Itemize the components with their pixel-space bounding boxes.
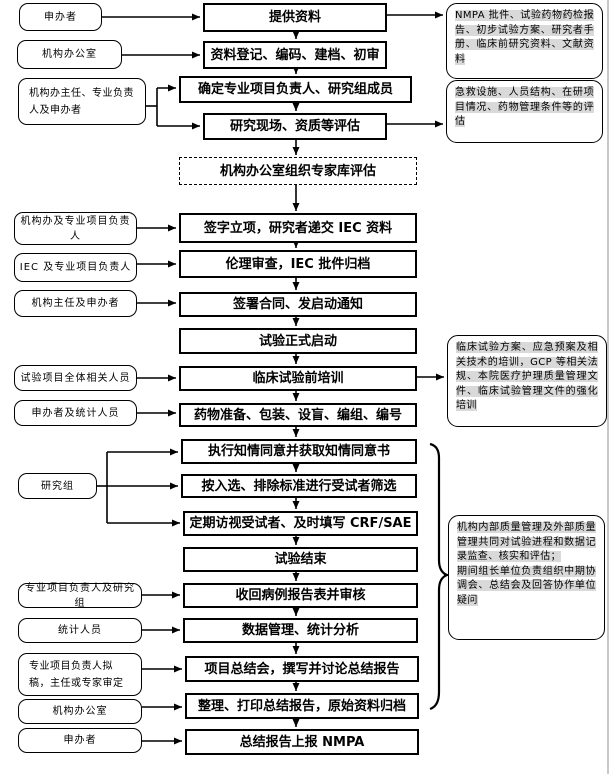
note-text: 急救设施、人员结构、在研项目情况、药物管理条件等的评估: [455, 87, 594, 127]
note-text: 临床试验方案、应急预案及相关技术的培训，GCP 等相关法规、本院医疗护理质量管理…: [456, 342, 598, 411]
note-text: NMPA 批件、试验药物药检报告、初步试验方案、研究者手册、临床前研究资料、文献…: [455, 10, 594, 65]
step-data-management: 数据管理、统计分析: [183, 618, 418, 643]
note-text: 机构内部质量管理及外部质量管理共同对试验进程和数据记录监查、核实和评估；: [457, 522, 596, 562]
grouping-brace: [429, 442, 451, 711]
note-text: 期间组长单位负责组织中期协调会、总结会及回答协作单位疑问: [457, 565, 596, 606]
role-institution-office: 机构办公室: [17, 40, 122, 69]
step-pretrial-training: 临床试验前培训: [179, 366, 417, 391]
step-subject-visits-crf: 定期访视受试者、及时填写 CRF/SAE: [183, 511, 418, 536]
step-provide-materials: 提供资料: [203, 3, 387, 32]
step-to-note-arrows: [387, 11, 444, 381]
note-facility-evaluation: 急救设施、人员结构、在研项目情况、药物管理条件等的评估: [446, 80, 603, 143]
step-print-archive: 整理、打印总结报告，原始资料归档: [185, 693, 419, 719]
step-trial-end: 试验结束: [183, 547, 418, 572]
role-director-and-sponsor: 机构主任及申办者: [14, 290, 137, 317]
step-subject-screening: 按入选、排除标准进行受试者筛选: [181, 474, 417, 498]
note-paragraph: 期间组长单位负责组织中期协调会、总结会及回答协作单位疑问: [457, 565, 596, 609]
role-sponsor-statistician: 申办者及统计人员: [14, 400, 137, 426]
step-expert-pool-evaluation: 机构办公室组织专家库评估: [179, 157, 417, 185]
note-quality-management: 机构内部质量管理及外部质量管理共同对试验进程和数据记录监查、核实和评估； 期间组…: [448, 515, 605, 640]
note-paragraph: 机构内部质量管理及外部质量管理共同对试验进程和数据记录监查、核实和评估；: [457, 521, 596, 565]
step-sign-contract: 签署合同、发启动通知: [179, 292, 417, 317]
role-sponsor: 申办者: [19, 3, 102, 31]
role-director-leader-sponsor: 机构办主任、专业负责人及申办者: [18, 78, 146, 125]
step-ethics-review: 伦理审查，IEC 批件归档: [179, 250, 417, 278]
role-all-trial-staff: 试验项目全体相关人员: [14, 365, 137, 391]
step-site-evaluation: 研究现场、资质等评估: [203, 113, 387, 140]
role-iec-project-leader: IEC 及专业项目负责人: [14, 253, 137, 282]
role-office-project-leader: 机构办及专业项目负责人: [14, 212, 137, 245]
note-training-content: 临床试验方案、应急预案及相关技术的培训，GCP 等相关法规、本院医疗护理质量管理…: [447, 335, 607, 427]
step-register-materials: 资料登记、编码、建档、初审: [203, 41, 387, 69]
step-collect-crf: 收回病例报告表并审核: [183, 583, 418, 608]
role-statistician: 统计人员: [18, 618, 142, 643]
step-trial-start: 试验正式启动: [179, 328, 417, 354]
role-research-group: 研究组: [18, 473, 97, 499]
role-institution-office-2: 机构办公室: [18, 699, 142, 724]
step-report-nmpa: 总结报告上报 NMPA: [185, 729, 419, 755]
role-leader-research-group: 专业项目负责人及研究组: [18, 583, 142, 609]
note-required-materials: NMPA 批件、试验药物药检报告、初步试验方案、研究者手册、临床前研究资料、文献…: [446, 3, 603, 79]
step-sign-approval-iec: 签字立项，研究者递交 IEC 资料: [179, 213, 417, 243]
step-summary-meeting: 项目总结会，撰写并讨论总结报告: [185, 656, 419, 682]
step-determine-leader: 确定专业项目负责人、研究组成员: [179, 76, 412, 103]
role-leader-draft-expert-review: 专业项目负责人拟稿，主任或专家审定: [18, 653, 142, 696]
step-informed-consent: 执行知情同意并获取知情同意书: [181, 439, 417, 464]
role-sponsor-2: 申办者: [18, 728, 142, 753]
step-drug-preparation: 药物准备、包装、设盲、编组、编号: [179, 403, 417, 427]
